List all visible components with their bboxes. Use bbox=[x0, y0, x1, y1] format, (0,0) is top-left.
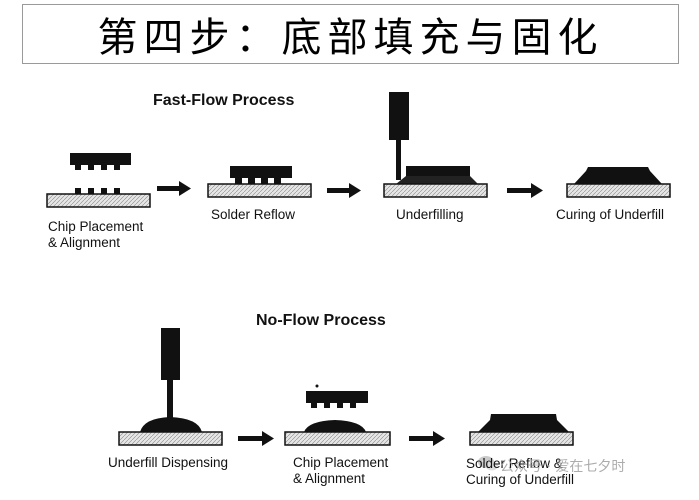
nf-step2-label-line1: Chip Placement bbox=[293, 455, 389, 470]
ff-arrow-3 bbox=[507, 183, 543, 198]
ff-step4-label: Curing of Underfill bbox=[556, 207, 665, 222]
nf-arrow-2 bbox=[409, 431, 445, 446]
substrate bbox=[469, 431, 574, 446]
pads-on-substrate bbox=[75, 188, 120, 194]
chip bbox=[306, 391, 368, 403]
underfill-fillet bbox=[396, 176, 478, 184]
no-flow-heading: No-Flow Process bbox=[256, 312, 386, 329]
dispenser-syringe bbox=[161, 328, 180, 380]
nf-step1-label: Underfill Dispensing bbox=[108, 455, 229, 470]
dispenser-needle bbox=[396, 140, 401, 180]
nf-step3-label-line1: Solder Reflow & bbox=[466, 456, 563, 471]
chip bbox=[70, 153, 131, 165]
ff-arrow-1 bbox=[157, 181, 191, 196]
nf-step2-label-line2: & Alignment bbox=[293, 471, 366, 486]
fast-flow-heading: Fast-Flow Process bbox=[153, 92, 295, 109]
chip bbox=[230, 166, 292, 178]
underfill-puddle bbox=[304, 420, 366, 432]
solder-bumps-on-chip bbox=[75, 165, 120, 170]
chip bbox=[406, 166, 470, 178]
substrate bbox=[118, 431, 223, 446]
substrate bbox=[207, 183, 312, 198]
ff-step3-label: Underfilling bbox=[396, 207, 464, 222]
watermark-text: 公众号 · 爱在七夕时 bbox=[500, 459, 626, 475]
nf-arrow-1 bbox=[238, 431, 274, 446]
wechat-icon bbox=[478, 456, 498, 471]
substrate bbox=[566, 183, 671, 198]
ff-arrow-2 bbox=[327, 183, 361, 198]
nf-step3-label: Solder Reflow & Curing of Underfill bbox=[466, 456, 574, 488]
slide-title: 第四步：底部填充与固化 bbox=[97, 15, 604, 61]
reflowed-bumps bbox=[235, 178, 281, 184]
nf-step2-label: Chip Placement & Alignment bbox=[293, 455, 388, 487]
ff-step1-label: Chip Placement & Alignment bbox=[48, 219, 143, 251]
dispenser-needle bbox=[167, 380, 173, 418]
nf-step3-reflow-curing bbox=[469, 414, 574, 446]
substrate bbox=[46, 193, 151, 208]
ff-step1-label-line2: & Alignment bbox=[48, 235, 121, 250]
cured-package bbox=[574, 167, 662, 184]
solder-bumps-on-chip bbox=[311, 403, 356, 408]
underfill-puddle bbox=[140, 417, 202, 432]
ff-step3-underfilling bbox=[383, 92, 488, 198]
nf-step3-label-line2: Curing of Underfill bbox=[466, 472, 575, 487]
dispenser-syringe bbox=[389, 92, 409, 140]
ff-step2-label: Solder Reflow bbox=[211, 207, 296, 222]
ff-step4-curing bbox=[566, 167, 671, 198]
nf-step1-underfill-dispensing bbox=[118, 328, 223, 446]
ff-step1-chip-placement bbox=[46, 153, 151, 208]
ff-step2-solder-reflow bbox=[207, 166, 312, 198]
cured-package bbox=[478, 414, 569, 432]
substrate bbox=[284, 431, 391, 446]
title-banner: 第四步：底部填充与固化 bbox=[22, 4, 679, 64]
ff-step1-label-line1: Chip Placement bbox=[48, 219, 144, 234]
substrate bbox=[383, 183, 488, 198]
nf-step2-chip-placement bbox=[284, 384, 391, 446]
